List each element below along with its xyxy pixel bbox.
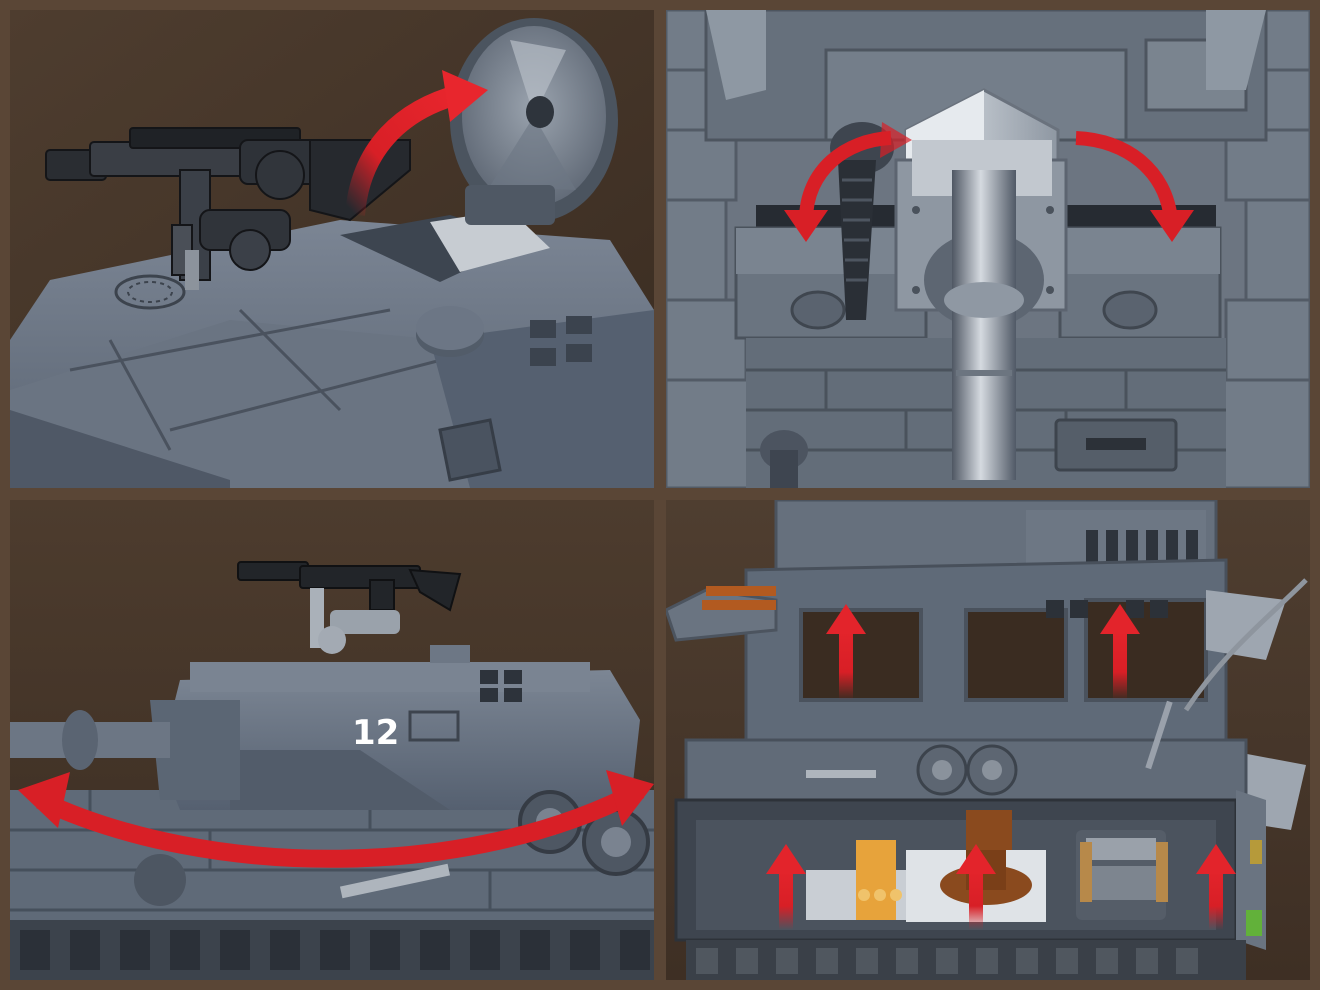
- turret-rotation-arrow: [36, 782, 645, 868]
- elevate-right-arrow: [1075, 131, 1178, 221]
- turret-number: 12: [352, 713, 399, 753]
- lift-arrows: [766, 604, 1236, 930]
- open-hatch-arrow: [345, 84, 463, 216]
- gun-mount-post: [185, 250, 199, 290]
- panel-hatch-machine-gun: [10, 10, 654, 488]
- turret-machine-gun: [237, 561, 462, 612]
- elevate-left-arrow: [799, 131, 892, 221]
- main-gun-barrel: [952, 170, 1016, 480]
- panel-turret-rotation: 12: [10, 500, 654, 980]
- antenna: [1183, 578, 1308, 712]
- ammo-rack: [856, 840, 896, 920]
- machine-gun: [45, 127, 411, 281]
- panel-gun-mantlet: [666, 10, 1310, 488]
- panel-hull-interior: [666, 500, 1310, 980]
